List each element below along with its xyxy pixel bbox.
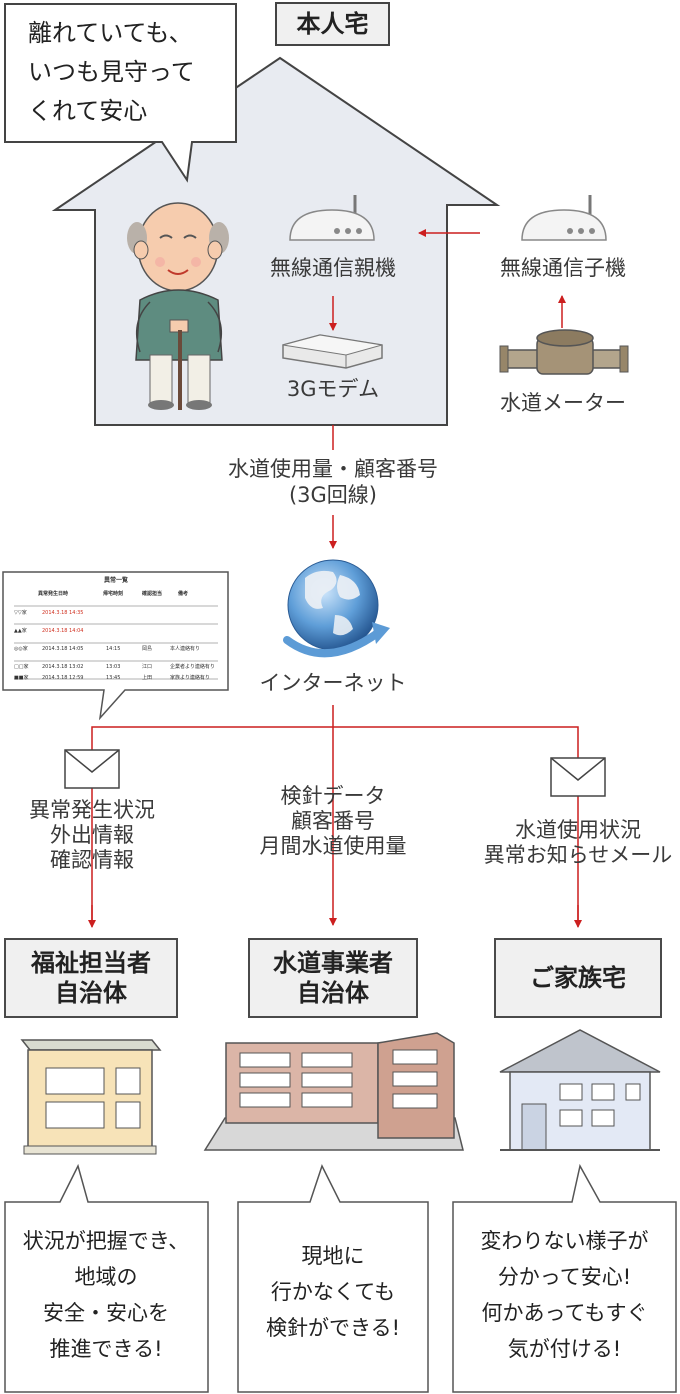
home-title: 本人宅 xyxy=(296,10,369,38)
report-header: 異常発生日時 xyxy=(38,591,69,597)
utility-info-label: 検針データ 顧客番号 月間水道使用量 xyxy=(233,784,433,859)
benefit-line: 推進できる! xyxy=(49,1337,163,1361)
recipient-line: 自治体 xyxy=(55,979,127,1007)
welfare-info-line: 確認情報 xyxy=(50,848,134,872)
report-cell: 2014.3.18 12:59 xyxy=(42,675,84,681)
report-cell: ▲▲家 xyxy=(14,628,27,634)
benefit-line: 安全・安心を xyxy=(43,1301,169,1325)
report-cell: 2014.3.18 13:02 xyxy=(42,664,84,670)
mail-icon-welfare xyxy=(64,749,120,789)
report-row: ◎◎家 2014.3.18 14:05 14:15 岡島 本人連絡有り xyxy=(10,646,222,653)
family-info-line: 水道使用状況 xyxy=(515,818,641,842)
benefit-line: 地域の xyxy=(74,1265,138,1289)
report-cell: 企業者より連絡有り xyxy=(170,664,215,670)
report-cell: 岡島 xyxy=(142,646,153,652)
benefit-utility-text: 現地に 行かなくても 検針ができる! xyxy=(239,1238,427,1346)
benefit-bubble-utility xyxy=(237,1164,429,1393)
utility-info-line: 顧客番号 xyxy=(291,809,375,833)
report-cell: 2014.3.18 14:05 xyxy=(42,646,84,652)
report-cell: 江口 xyxy=(142,664,153,670)
report-cell: 13:03 xyxy=(106,664,121,670)
benefit-bubble-family xyxy=(452,1163,677,1393)
speech-line: いつも見守って xyxy=(28,58,195,86)
report-header: 備考 xyxy=(178,591,189,597)
report-row: □□家 2014.3.18 13:02 13:03 江口 企業者より連絡有り xyxy=(10,664,222,671)
home-speech-text: 離れていても、 いつも見守って くれて安心 xyxy=(28,14,228,131)
benefit-line: 行かなくても xyxy=(270,1280,396,1304)
globe-icon xyxy=(283,559,390,658)
uplink-label: 水道使用量・顧客番号 (3G回線) xyxy=(193,456,473,508)
recipient-line: ご家族宅 xyxy=(530,964,626,992)
report-cell: 本人連絡有り xyxy=(170,646,201,652)
uplink-line: (3G回線) xyxy=(288,483,378,507)
welfare-building-illustration xyxy=(20,1039,162,1155)
utility-info-line: 月間水道使用量 xyxy=(259,834,407,858)
master-device-illustration xyxy=(289,195,375,241)
child-device-label: 無線通信子機 xyxy=(500,256,626,280)
modem-label: 3Gモデム xyxy=(286,377,380,401)
report-document: 異常一覧 異常発生日時 帰宅時刻 確認担当 備考 ▽▽家 2014.3.18 1… xyxy=(10,575,222,687)
water-meter-illustration xyxy=(499,329,629,375)
benefit-family-text: 変わりない様子が 分かって安心! 何かあってもすぐ 気が付ける! xyxy=(454,1223,675,1367)
benefit-line: 現地に xyxy=(301,1244,365,1268)
report-cell: □□家 xyxy=(14,664,29,670)
family-info-label: 水道使用状況 異常お知らせメール xyxy=(478,818,678,868)
modem-illustration xyxy=(282,334,383,369)
report-row: ▲▲家 2014.3.18 14:04 xyxy=(10,628,222,635)
recipient-line: 水道事業者 xyxy=(273,949,393,977)
report-cell: ■■家 xyxy=(14,675,29,681)
welfare-info-line: 外出情報 xyxy=(50,823,134,847)
internet-label: インターネット xyxy=(259,671,407,695)
uplink-line: 水道使用量・顧客番号 xyxy=(228,457,438,481)
master-device-label: 無線通信親機 xyxy=(270,256,396,280)
benefit-bubble-welfare xyxy=(4,1163,209,1393)
speech-bubble-top xyxy=(4,3,237,183)
report-title: 異常一覧 xyxy=(103,577,128,584)
recipient-line: 福祉担当者 xyxy=(31,949,151,977)
report-header: 帰宅時刻 xyxy=(103,591,124,597)
recipient-line: 自治体 xyxy=(297,979,369,1007)
report-row: ■■家 2014.3.18 12:59 13:45 上田 家族より連絡有り xyxy=(10,675,222,682)
elderly-man-illustration xyxy=(127,202,229,410)
speech-line: くれて安心 xyxy=(28,97,148,125)
report-cell: 14:15 xyxy=(106,646,121,652)
recipient-utility: 水道事業者 自治体 xyxy=(248,938,418,1018)
report-header: 確認担当 xyxy=(142,591,163,597)
benefit-line: 状況が把握でき、 xyxy=(22,1229,190,1253)
report-cell: ▽▽家 xyxy=(14,610,27,616)
family-info-line: 異常お知らせメール xyxy=(483,843,673,867)
benefit-welfare-text: 状況が把握でき、 地域の 安全・安心を 推進できる! xyxy=(6,1223,206,1367)
report-cell: 13:45 xyxy=(106,675,121,681)
benefit-line: 気が付ける! xyxy=(507,1337,622,1361)
home-title-box xyxy=(275,2,390,46)
report-cell: 上田 xyxy=(142,675,153,681)
benefit-line: 検針ができる! xyxy=(266,1316,400,1340)
utility-building-illustration xyxy=(203,1032,464,1151)
family-house-illustration xyxy=(499,1029,661,1151)
report-cell: 家族より連絡有り xyxy=(170,675,210,681)
recipient-family: ご家族宅 xyxy=(494,938,662,1018)
utility-info-line: 検針データ xyxy=(280,784,386,808)
report-cell: 2014.3.18 14:35 xyxy=(42,610,84,616)
report-bubble xyxy=(2,571,229,721)
report-cell: 2014.3.18 14:04 xyxy=(42,628,84,634)
welfare-info-label: 異常発生状況 外出情報 確認情報 xyxy=(2,798,182,873)
speech-line: 離れていても、 xyxy=(28,19,193,47)
line-distribution xyxy=(91,726,579,925)
report-header-row: 異常発生日時 帰宅時刻 確認担当 備考 xyxy=(10,591,222,598)
benefit-line: 何かあってもすぐ xyxy=(481,1301,648,1325)
water-meter-label: 水道メーター xyxy=(500,391,626,415)
benefit-line: 分かって安心! xyxy=(497,1265,632,1289)
report-cell: ◎◎家 xyxy=(14,646,28,652)
welfare-info-line: 異常発生状況 xyxy=(29,798,155,822)
child-device-illustration xyxy=(521,195,607,241)
recipient-welfare: 福祉担当者 自治体 xyxy=(4,938,178,1018)
mail-icon-family xyxy=(550,757,606,797)
benefit-line: 変わりない様子が xyxy=(480,1229,649,1253)
report-row: ▽▽家 2014.3.18 14:35 xyxy=(10,610,222,617)
